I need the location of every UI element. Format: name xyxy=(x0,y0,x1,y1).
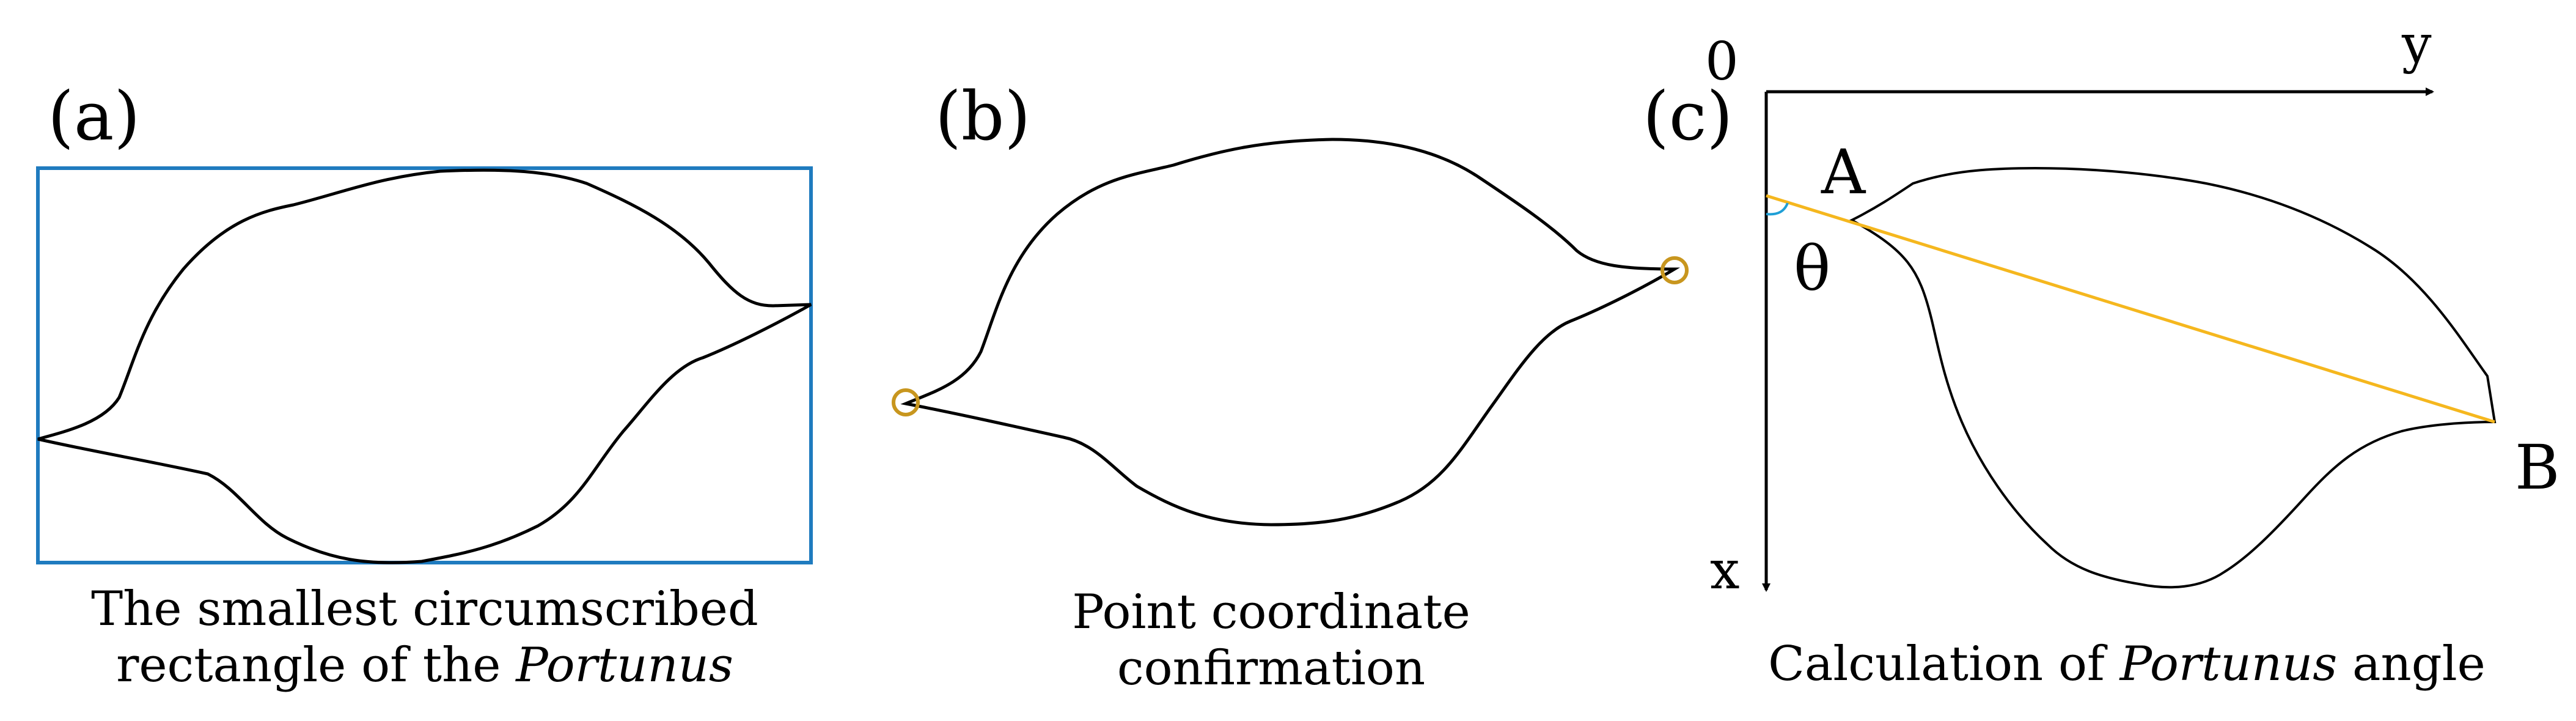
panel-b-figure xyxy=(892,138,1689,527)
panel-c-label: (c) xyxy=(1643,77,1733,155)
panel-c-figure xyxy=(1762,87,2497,592)
angle-arc xyxy=(1766,202,1789,216)
panel-a-figure xyxy=(36,166,813,564)
point-a-label: A xyxy=(1821,136,1866,208)
line-ab xyxy=(1766,194,2495,424)
panel-c-caption: Calculation of Portunus angle xyxy=(1730,636,2524,692)
angle-theta-label: θ xyxy=(1794,233,1831,305)
y-axis-label: y xyxy=(2402,14,2432,75)
panel-a: (a) The smallest circumscribed rectangle… xyxy=(0,0,856,721)
crab-outline-b xyxy=(900,138,1681,527)
panel-c-caption-species: Portunus xyxy=(2119,637,2338,692)
panel-b: (b) Point coordinate confirmation xyxy=(856,0,1711,721)
panel-b-caption-line2: confirmation xyxy=(1117,641,1426,697)
point-b-label: B xyxy=(2515,432,2560,503)
panel-a-caption: The smallest circumscribed rectangle of … xyxy=(37,581,813,693)
panel-a-label: (a) xyxy=(48,77,141,155)
left-point-marker xyxy=(892,388,920,416)
right-point-marker xyxy=(1660,256,1689,284)
panel-b-caption: Point coordinate confirmation xyxy=(996,584,1546,697)
panel-c-caption-prefix: Calculation of xyxy=(1768,637,2120,692)
panel-a-caption-species: Portunus xyxy=(516,638,733,693)
panel-a-caption-line1: The smallest circumscribed xyxy=(91,582,758,637)
origin-label: 0 xyxy=(1705,31,1739,92)
x-axis-label: x xyxy=(1710,540,1740,601)
panel-a-caption-line2-prefix: rectangle of the xyxy=(116,638,516,693)
panel-b-label: (b) xyxy=(935,77,1031,155)
circumscribed-rectangle xyxy=(36,166,813,564)
crab-outline-c xyxy=(1849,166,2497,589)
panel-a-caption-line2: rectangle of the Portunus xyxy=(37,637,813,693)
panel-b-caption-line1: Point coordinate xyxy=(1072,585,1470,640)
panel-c-caption-suffix: angle xyxy=(2337,637,2486,692)
panel-c: (c) 0 y x A θ B Calculation of Portunus … xyxy=(1620,0,2576,721)
crab-outline-a xyxy=(37,168,812,564)
